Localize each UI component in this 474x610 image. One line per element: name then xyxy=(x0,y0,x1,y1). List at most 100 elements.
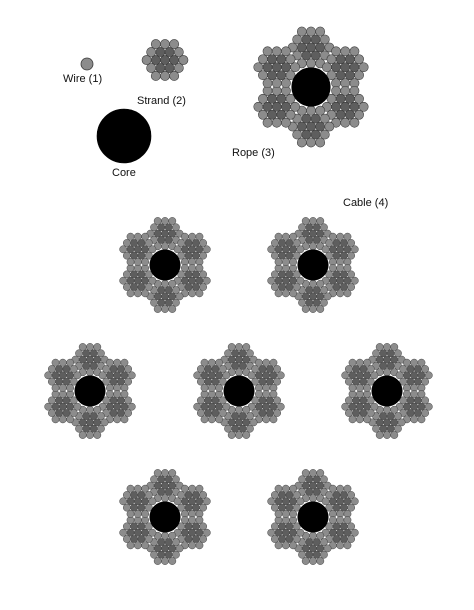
wire xyxy=(332,535,341,543)
wire xyxy=(207,371,216,380)
wire xyxy=(352,409,361,417)
wire xyxy=(62,365,71,373)
wire xyxy=(141,232,149,241)
wire xyxy=(146,47,157,57)
wire xyxy=(267,528,276,537)
wire xyxy=(323,544,332,553)
wire xyxy=(278,522,287,531)
wire xyxy=(269,402,278,411)
wire xyxy=(133,484,142,493)
wire xyxy=(336,232,345,241)
wire xyxy=(271,62,282,73)
wire xyxy=(130,270,139,279)
wire xyxy=(305,475,314,484)
wire xyxy=(355,402,364,411)
wire xyxy=(188,541,197,550)
wire xyxy=(137,535,146,543)
wire xyxy=(270,251,279,260)
wire xyxy=(289,541,297,550)
wire xyxy=(285,522,294,531)
wire xyxy=(363,371,371,380)
wire xyxy=(421,396,430,405)
wire xyxy=(355,384,364,392)
wire xyxy=(238,412,247,420)
wire xyxy=(148,276,157,285)
wire xyxy=(211,396,220,405)
wire xyxy=(262,101,273,112)
wire xyxy=(281,497,290,506)
wire xyxy=(296,26,307,37)
wire xyxy=(258,365,267,373)
wire xyxy=(413,365,422,373)
wire xyxy=(309,557,317,565)
wire xyxy=(153,229,162,238)
wire xyxy=(344,377,353,386)
wire xyxy=(281,289,290,298)
wire xyxy=(124,377,133,386)
wire xyxy=(116,365,125,373)
wire xyxy=(122,491,131,499)
wire xyxy=(315,105,326,116)
wire xyxy=(150,298,158,307)
wire xyxy=(262,62,273,73)
wire xyxy=(188,232,197,241)
wire xyxy=(184,503,193,512)
wire xyxy=(320,223,328,232)
wire xyxy=(153,557,162,565)
wire xyxy=(358,62,369,73)
wire xyxy=(359,396,368,405)
wire xyxy=(204,409,213,417)
wire xyxy=(141,245,149,254)
wire xyxy=(281,46,291,57)
wire xyxy=(195,516,204,524)
wire xyxy=(218,409,227,417)
wire xyxy=(109,409,118,417)
wire xyxy=(78,355,87,364)
wire xyxy=(343,232,352,241)
wire xyxy=(89,424,98,433)
wire xyxy=(269,390,278,398)
wire xyxy=(199,522,208,531)
wire xyxy=(285,491,294,499)
wire xyxy=(343,528,352,537)
wire xyxy=(44,371,53,380)
wire xyxy=(339,491,348,499)
wire xyxy=(119,528,128,537)
wire xyxy=(344,109,355,120)
wire xyxy=(188,289,197,298)
wire xyxy=(106,371,114,380)
wire xyxy=(191,522,200,531)
wire xyxy=(316,481,325,490)
wire xyxy=(273,377,282,386)
wire xyxy=(278,239,287,247)
wire xyxy=(126,245,135,254)
wire xyxy=(51,358,60,367)
wire xyxy=(349,62,360,73)
wire xyxy=(172,550,180,559)
wire xyxy=(207,415,216,424)
wire xyxy=(69,396,78,405)
wire xyxy=(274,510,283,518)
wire xyxy=(122,270,131,279)
wire xyxy=(350,528,359,537)
wire xyxy=(399,377,408,386)
wire xyxy=(359,365,368,373)
wire xyxy=(262,358,271,367)
wire xyxy=(82,349,91,358)
wire xyxy=(276,109,287,120)
wire xyxy=(340,62,351,73)
wire xyxy=(309,279,317,288)
wire xyxy=(350,245,359,254)
wire xyxy=(55,409,64,417)
wire xyxy=(265,409,274,417)
wire xyxy=(335,93,346,104)
wire xyxy=(168,305,177,313)
wire xyxy=(122,503,131,512)
wire xyxy=(417,358,426,367)
wire xyxy=(258,396,267,405)
wire xyxy=(133,258,142,266)
wire xyxy=(359,377,368,386)
wire xyxy=(164,63,175,73)
wire xyxy=(290,101,301,112)
wire xyxy=(305,488,314,496)
